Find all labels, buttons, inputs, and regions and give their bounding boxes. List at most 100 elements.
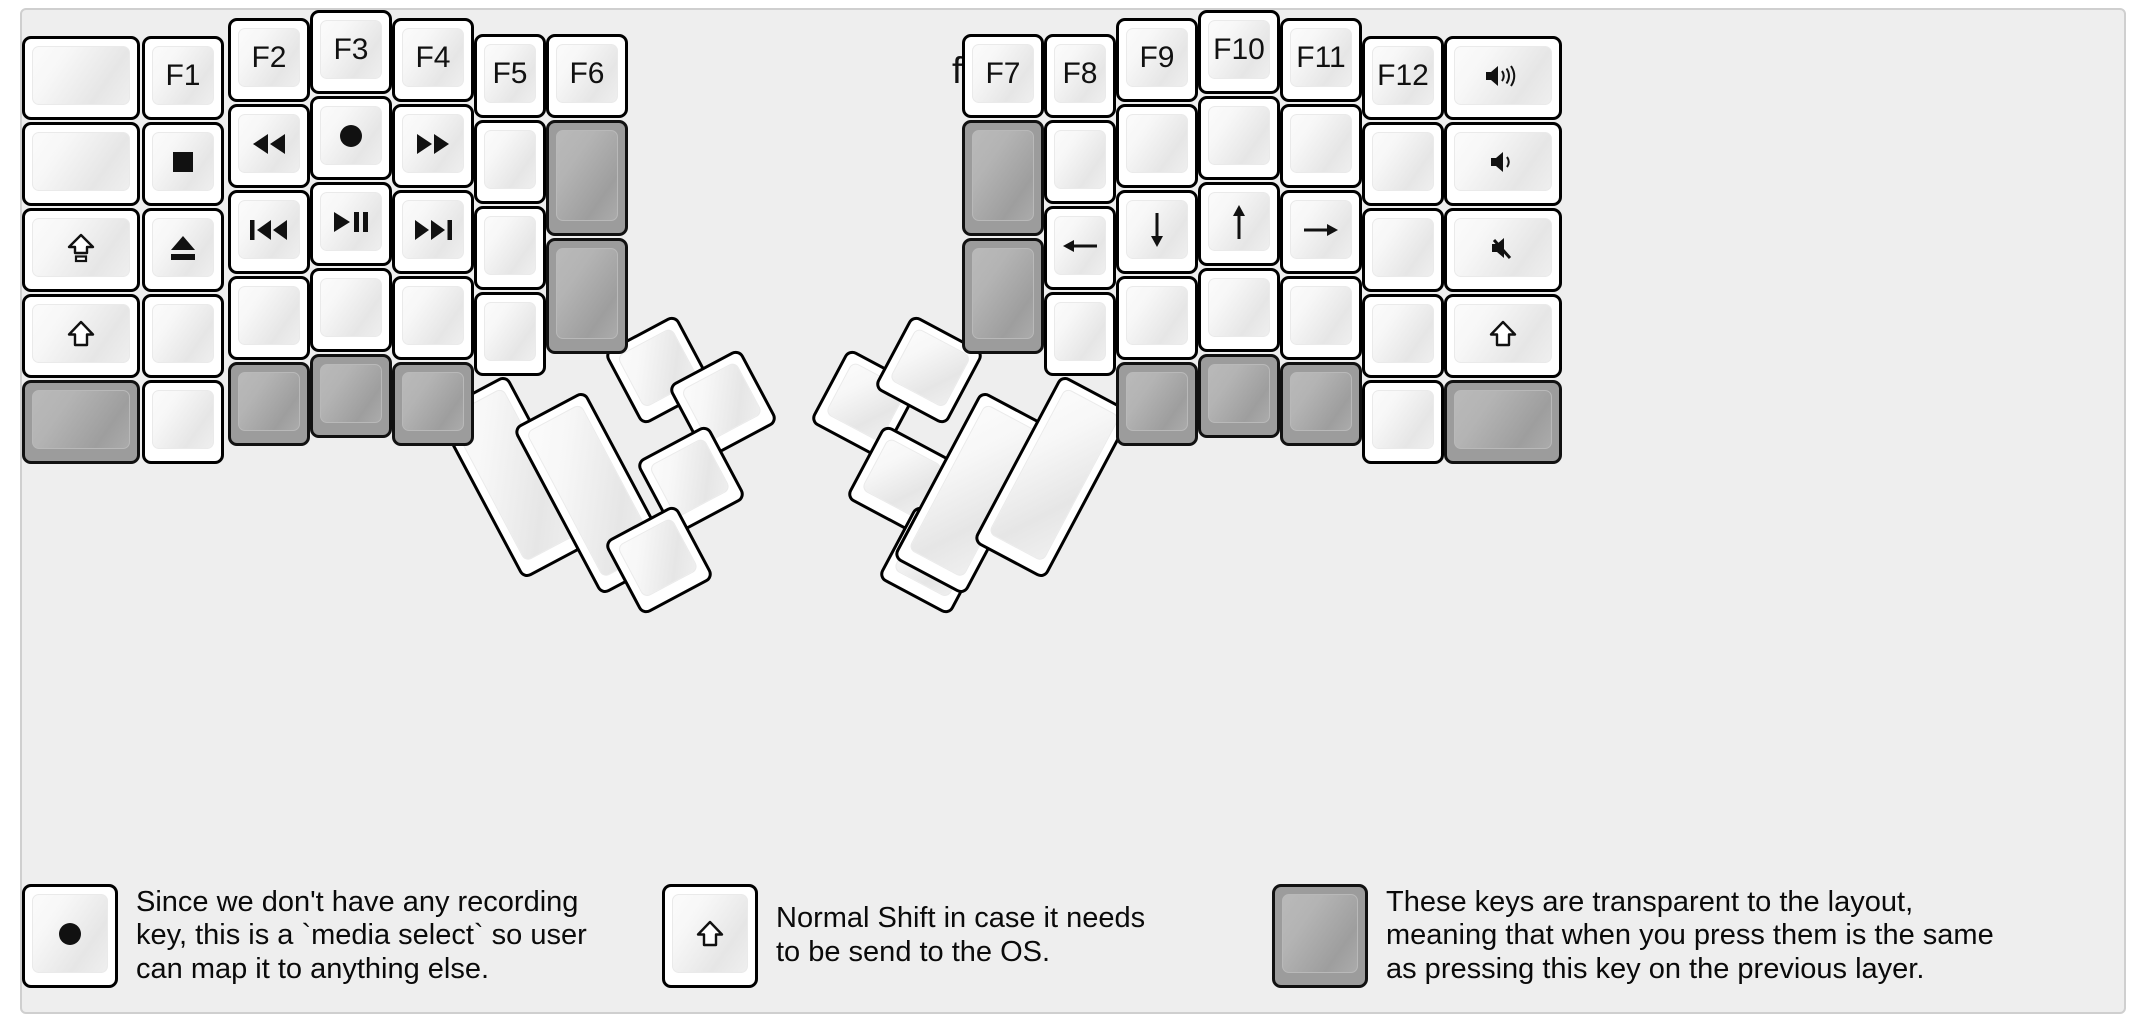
key-right-index-2[interactable]: [1116, 190, 1198, 274]
legend-keycap-face: [1282, 894, 1358, 973]
key-left-pinky-outer-3[interactable]: [22, 294, 140, 378]
key-right-pinky-outer-1[interactable]: [1444, 122, 1562, 206]
key-left-pinky-4[interactable]: [142, 380, 224, 464]
key-label: F11: [1296, 40, 1346, 74]
key-right-middle-3[interactable]: [1198, 268, 1280, 352]
key-right-ring-4[interactable]: [1280, 362, 1362, 446]
keycap-face: [152, 304, 214, 363]
key-left-pinky-0[interactable]: F1: [142, 36, 224, 120]
key-right-inner-extra-1[interactable]: [962, 120, 1044, 236]
record-icon: [338, 123, 364, 149]
keycap-face: [1290, 286, 1352, 345]
keycap-face: [402, 200, 464, 259]
keycap-face: F6: [556, 44, 618, 103]
legend-item-1: Normal Shift in case it needs to be send…: [662, 884, 1145, 988]
key-right-ring-2[interactable]: [1280, 190, 1362, 274]
key-left-middle-1[interactable]: [310, 96, 392, 180]
key-left-pinky-outer-2[interactable]: [22, 208, 140, 292]
legend-key-2: [1272, 884, 1368, 988]
key-left-inner-extra-2[interactable]: [546, 238, 628, 354]
keycap-face: F3: [320, 20, 382, 79]
keycap-face: F8: [1054, 44, 1106, 103]
key-right-index-inner-0[interactable]: F8: [1044, 34, 1116, 118]
key-right-index-3[interactable]: [1116, 276, 1198, 360]
keycap-face: [556, 248, 618, 339]
key-right-pinky-2[interactable]: [1362, 208, 1444, 292]
key-right-ring-0[interactable]: F11: [1280, 18, 1362, 102]
key-left-pinky-1[interactable]: [142, 122, 224, 206]
key-right-pinky-outer-3[interactable]: [1444, 294, 1562, 378]
keycap-face: [238, 114, 300, 173]
key-right-pinky-1[interactable]: [1362, 122, 1444, 206]
key-left-index-4[interactable]: [392, 362, 474, 446]
key-right-pinky-outer-0[interactable]: [1444, 36, 1562, 120]
key-left-pinky-3[interactable]: [142, 294, 224, 378]
key-right-index-inner-1[interactable]: [1044, 120, 1116, 204]
key-left-index-inner-0[interactable]: F5: [474, 34, 546, 118]
key-right-pinky-4[interactable]: [1362, 380, 1444, 464]
key-label: F6: [569, 56, 605, 90]
key-left-ring-0[interactable]: F2: [228, 18, 310, 102]
key-right-inner-extra-0[interactable]: F7: [962, 34, 1044, 118]
keycap-face: [32, 390, 130, 449]
key-right-index-4[interactable]: [1116, 362, 1198, 446]
key-left-index-1[interactable]: [392, 104, 474, 188]
key-left-inner-extra-0[interactable]: F6: [546, 34, 628, 118]
key-left-ring-1[interactable]: [228, 104, 310, 188]
key-left-middle-2[interactable]: [310, 182, 392, 266]
prev-track-icon: [248, 218, 290, 242]
legend-keycap-face: [672, 894, 748, 973]
key-label: F1: [165, 58, 201, 92]
keycap-face: [1126, 200, 1188, 259]
key-left-index-2[interactable]: [392, 190, 474, 274]
key-right-ring-3[interactable]: [1280, 276, 1362, 360]
keycap-face: [888, 327, 972, 409]
key-left-index-inner-3[interactable]: [474, 292, 546, 376]
keycap-face: [1454, 390, 1552, 449]
key-right-pinky-3[interactable]: [1362, 294, 1444, 378]
arrow-right-icon: [1301, 218, 1341, 242]
keycap-face: [152, 390, 214, 449]
keycap-face: [402, 286, 464, 345]
key-right-middle-1[interactable]: [1198, 96, 1280, 180]
legend-key-0: [22, 884, 118, 988]
key-right-pinky-0[interactable]: F12: [1362, 36, 1444, 120]
keycap-face: F1: [152, 46, 214, 105]
keycap-face: [320, 192, 382, 251]
key-right-ring-1[interactable]: [1280, 104, 1362, 188]
key-left-ring-4[interactable]: [228, 362, 310, 446]
key-right-index-inner-2[interactable]: [1044, 206, 1116, 290]
key-left-pinky-outer-1[interactable]: [22, 122, 140, 206]
key-right-index-inner-3[interactable]: [1044, 292, 1116, 376]
key-label: F12: [1377, 58, 1429, 92]
key-left-index-inner-1[interactable]: [474, 120, 546, 204]
key-left-index-0[interactable]: F4: [392, 18, 474, 102]
key-left-pinky-outer-4[interactable]: [22, 380, 140, 464]
key-left-index-3[interactable]: [392, 276, 474, 360]
keycap-face: [238, 372, 300, 431]
keycap-face: [1372, 390, 1434, 449]
key-label: F5: [492, 56, 528, 90]
keycap-face: [1290, 114, 1352, 173]
key-left-index-inner-2[interactable]: [474, 206, 546, 290]
key-right-middle-4[interactable]: [1198, 354, 1280, 438]
key-label: F2: [251, 40, 287, 74]
key-right-middle-2[interactable]: [1198, 182, 1280, 266]
keycap-face: [972, 130, 1034, 221]
key-right-middle-0[interactable]: F10: [1198, 10, 1280, 94]
key-left-ring-2[interactable]: [228, 190, 310, 274]
keycap-face: [1054, 130, 1106, 189]
key-left-pinky-2[interactable]: [142, 208, 224, 292]
key-right-pinky-outer-4[interactable]: [1444, 380, 1562, 464]
key-right-index-0[interactable]: F9: [1116, 18, 1198, 102]
key-left-middle-0[interactable]: F3: [310, 10, 392, 94]
key-left-middle-3[interactable]: [310, 268, 392, 352]
key-left-pinky-outer-0[interactable]: [22, 36, 140, 120]
key-left-middle-4[interactable]: [310, 354, 392, 438]
key-right-index-1[interactable]: [1116, 104, 1198, 188]
key-left-ring-3[interactable]: [228, 276, 310, 360]
key-right-inner-extra-2[interactable]: [962, 238, 1044, 354]
key-left-inner-extra-1[interactable]: [546, 120, 628, 236]
key-right-pinky-outer-2[interactable]: [1444, 208, 1562, 292]
